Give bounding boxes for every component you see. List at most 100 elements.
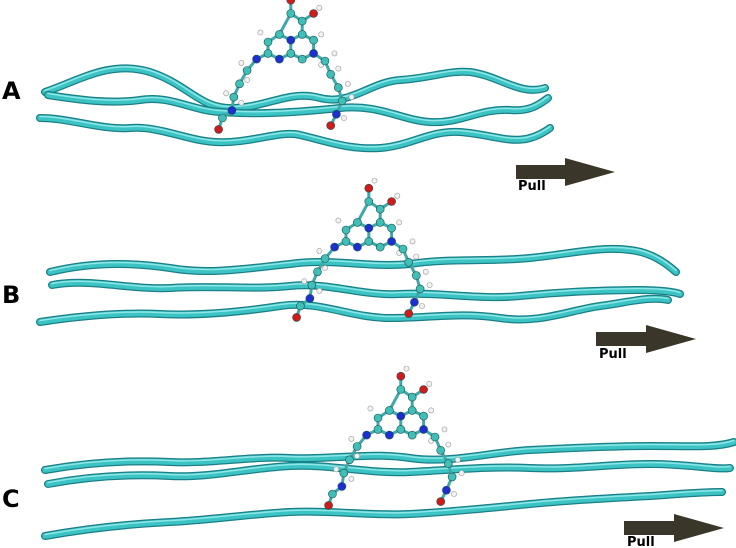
hydrogen-atom bbox=[331, 50, 338, 57]
hydrogen-atom bbox=[428, 407, 435, 414]
hydrogen-atom bbox=[322, 265, 328, 271]
ribbon-highlight bbox=[39, 115, 551, 148]
oxygen-atom bbox=[292, 313, 301, 322]
pull-arrow-b: Pull bbox=[596, 325, 696, 362]
carbon-atom bbox=[297, 30, 307, 39]
nitrogen-atom bbox=[305, 294, 315, 303]
molecule-b bbox=[292, 177, 433, 322]
pull-arrow-a: Pull bbox=[516, 158, 615, 194]
hydrogen-atom bbox=[344, 80, 351, 87]
oxygen-atom bbox=[419, 385, 428, 394]
hydrogen-atom bbox=[445, 441, 452, 448]
nitrogen-atom bbox=[353, 242, 362, 252]
pull-arrow-icon bbox=[516, 158, 615, 186]
strand-group-b bbox=[36, 244, 684, 326]
carbon-atom bbox=[373, 425, 383, 434]
hydrogen-atom bbox=[348, 94, 355, 100]
carbon-atom bbox=[333, 83, 343, 92]
carbon-atom bbox=[447, 472, 457, 482]
oxygen-atom bbox=[364, 183, 374, 193]
nitrogen-atom bbox=[337, 482, 347, 491]
nitrogen-atom bbox=[442, 485, 451, 495]
nitrogen-atom bbox=[309, 49, 318, 58]
ribbon-highlight bbox=[44, 439, 735, 470]
oxygen-atom bbox=[387, 197, 396, 206]
hydrogen-atom bbox=[426, 282, 433, 288]
nitrogen-atom bbox=[252, 54, 261, 64]
carbon-atom bbox=[385, 406, 394, 415]
strand-group-a bbox=[36, 64, 554, 153]
nitrogen-atom bbox=[410, 297, 419, 307]
carbon-atom bbox=[404, 257, 414, 267]
carbon-atom bbox=[263, 49, 273, 58]
carbon-atom bbox=[396, 385, 406, 394]
oxygen-atom bbox=[404, 309, 414, 318]
carbon-atom bbox=[313, 267, 322, 277]
carbon-atom bbox=[436, 445, 446, 455]
carbon-atom bbox=[286, 49, 296, 58]
ribbon-highlight bbox=[49, 246, 677, 272]
beta-strand-b1 bbox=[47, 246, 679, 275]
panel-label-b: B bbox=[2, 281, 20, 309]
hydrogen-atom bbox=[238, 60, 245, 66]
carbon-atom bbox=[341, 225, 351, 235]
pull-label-a: Pull bbox=[518, 179, 546, 194]
hydrogen-atom bbox=[341, 115, 347, 121]
nitrogen-atom bbox=[286, 35, 296, 45]
carbon-atom bbox=[375, 204, 385, 214]
carbon-atom bbox=[275, 30, 284, 39]
beta-strand-a3 bbox=[37, 115, 553, 152]
beta-strand-c3 bbox=[42, 489, 725, 539]
nitrogen-atom bbox=[364, 223, 374, 233]
hydrogen-atom bbox=[451, 491, 457, 497]
nitrogen-atom bbox=[330, 242, 339, 252]
carbon-atom bbox=[387, 223, 396, 233]
panel-label-c: C bbox=[2, 485, 20, 513]
ribbon-highlight bbox=[44, 66, 546, 108]
carbon-atom bbox=[419, 411, 428, 421]
carbon-atom bbox=[326, 70, 336, 79]
hydrogen-atom bbox=[419, 303, 425, 309]
carbon-atom bbox=[320, 56, 330, 66]
panel-b: B Pull bbox=[2, 177, 696, 362]
hydrogen-atom bbox=[371, 177, 378, 184]
carbon-atom bbox=[337, 96, 347, 106]
hydrogen-atom bbox=[316, 287, 323, 294]
oxygen-atom bbox=[309, 9, 318, 18]
hydrogen-atom bbox=[458, 470, 465, 476]
panel-c: C Pull bbox=[2, 365, 736, 548]
ribbon-highlight bbox=[44, 489, 723, 536]
hydrogen-atom bbox=[348, 475, 355, 482]
pull-label-b: Pull bbox=[599, 347, 627, 362]
carbon-atom bbox=[353, 218, 362, 227]
carbon-atom bbox=[309, 35, 318, 45]
hydrogen-atom bbox=[396, 219, 403, 226]
hydrogen-atom bbox=[409, 238, 416, 245]
beta-strand-c2 bbox=[45, 461, 733, 487]
carbon-atom bbox=[364, 237, 374, 246]
ribbon-highlight bbox=[51, 280, 681, 297]
carbon-atom bbox=[341, 237, 351, 246]
hydrogen-atom bbox=[223, 90, 230, 97]
beta-strand-a1 bbox=[42, 65, 548, 111]
carbon-atom bbox=[307, 280, 317, 290]
carbon-atom bbox=[430, 432, 440, 442]
nitrogen-atom bbox=[227, 106, 237, 115]
carbon-atom bbox=[415, 284, 425, 294]
hydrogen-atom bbox=[413, 253, 420, 260]
carbon-atom bbox=[407, 406, 417, 415]
hydrogen-atom bbox=[335, 217, 342, 224]
carbon-atom bbox=[373, 413, 383, 423]
panel-a: A Pull bbox=[2, 0, 615, 194]
carbon-atom bbox=[443, 459, 453, 468]
nitrogen-atom bbox=[387, 237, 396, 246]
hydrogen-atom bbox=[335, 65, 342, 72]
carbon-atom bbox=[364, 197, 374, 206]
beta-strand-c1 bbox=[42, 439, 736, 473]
carbon-atom bbox=[407, 430, 417, 440]
hydrogen-atom bbox=[316, 247, 323, 254]
carbon-atom bbox=[398, 244, 408, 254]
molecule-a bbox=[214, 0, 355, 134]
hydrogen-atom bbox=[301, 278, 308, 285]
hydrogen-atom bbox=[426, 380, 433, 387]
